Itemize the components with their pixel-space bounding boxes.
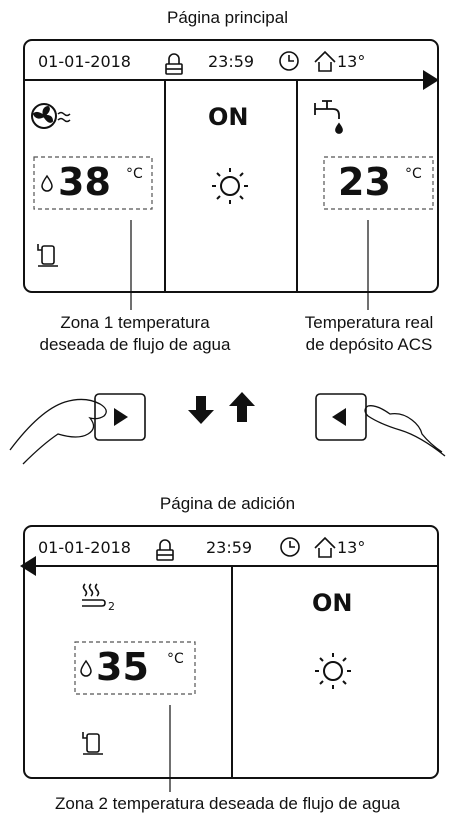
add-date: 01-01-2018 xyxy=(38,538,131,557)
house-icon xyxy=(314,536,336,558)
main-left-unit: °C xyxy=(126,166,143,182)
house-icon xyxy=(314,50,336,72)
add-left-setpoint-box xyxy=(74,641,196,695)
droplet-icon xyxy=(41,174,53,192)
main-right-setpoint-box xyxy=(323,156,434,210)
callout-zone1: Zona 1 temperatura deseada de flujo de a… xyxy=(0,312,270,356)
main-page-title: Página principal xyxy=(167,8,288,27)
floor-heating-icon xyxy=(82,583,106,607)
callout-acs-line1: Temperatura real xyxy=(304,313,434,332)
faucet-icon xyxy=(314,100,343,134)
sun-icon xyxy=(212,168,248,204)
sun-icon xyxy=(315,653,351,689)
compressor-icon xyxy=(37,244,58,267)
main-outdoor-temp: 13° xyxy=(337,52,366,71)
main-right-setpoint: 23 xyxy=(338,160,391,204)
callout-acs-line2: de depósito ACS xyxy=(305,335,433,354)
add-status: ON xyxy=(312,589,353,617)
clock-icon xyxy=(279,51,299,71)
clock-icon xyxy=(280,537,300,557)
lock-icon xyxy=(165,53,183,75)
callout-zone2: Zona 2 temperatura deseada de flujo de a… xyxy=(55,794,400,813)
button-right-frame xyxy=(94,393,146,441)
add-left-unit: °C xyxy=(167,651,184,667)
add-outdoor-temp: 13° xyxy=(337,538,366,557)
play-left-icon xyxy=(332,408,346,426)
hand-icon xyxy=(364,405,446,457)
callout-zone1-line1: Zona 1 temperatura xyxy=(60,313,210,332)
fan-icon xyxy=(31,103,71,129)
callout-zone1-line2: deseada de flujo de agua xyxy=(39,335,231,354)
arrow-left-icon xyxy=(20,556,36,576)
main-status: ON xyxy=(208,103,249,131)
arrow-right-icon xyxy=(423,70,439,90)
droplet-icon xyxy=(80,659,92,677)
main-right-unit: °C xyxy=(405,166,422,182)
main-left-setpoint: 38 xyxy=(58,160,111,204)
arrow-up-icon xyxy=(229,392,255,422)
button-left-frame xyxy=(315,393,367,441)
add-page-title: Página de adición xyxy=(159,494,296,513)
add-left-setpoint: 35 xyxy=(96,645,149,689)
arrow-down-icon xyxy=(188,396,214,424)
compressor-icon xyxy=(82,732,103,755)
play-right-icon xyxy=(114,408,128,426)
main-time: 23:59 xyxy=(208,52,255,71)
add-zone-subscript: 2 xyxy=(108,600,115,613)
callout-acs: Temperatura real de depósito ACS xyxy=(284,312,454,356)
main-date: 01-01-2018 xyxy=(38,52,131,71)
main-left-setpoint-box xyxy=(33,156,153,210)
add-time: 23:59 xyxy=(206,538,253,557)
main-screen-frame xyxy=(23,39,439,293)
lock-icon xyxy=(156,539,174,561)
hand-icon xyxy=(9,398,107,465)
